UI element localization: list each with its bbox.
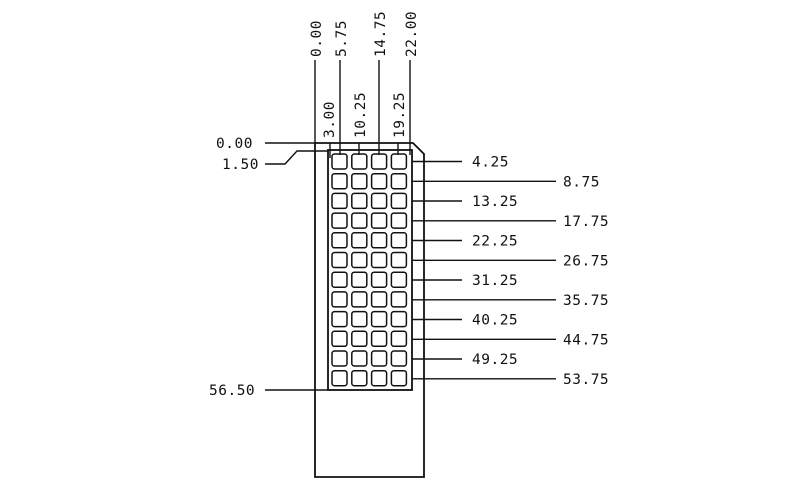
grid-cell [351,212,368,229]
grid-cell [390,172,408,190]
grid-cell [351,192,368,210]
grid-cell [331,251,348,269]
grid-cell [370,232,388,249]
grid-cell [370,350,388,367]
grid-cell [370,310,388,328]
dim-top-14-75: 14.75 [373,11,389,57]
grid-cell [331,232,348,249]
grid-cell [390,369,408,387]
grid-cell [351,291,368,308]
grid-cell [370,369,388,387]
dim-right-label: 40.25 [472,313,518,329]
grid-cell [351,350,368,367]
part-outline [314,142,425,478]
cell-grid [331,153,408,387]
grid-cell [331,172,348,190]
grid-cell [370,172,388,190]
top-extension-lines [314,60,411,158]
dim-right-label: 13.25 [472,194,518,210]
dim-right-label: 26.75 [563,253,609,269]
grid-cell [370,192,388,210]
grid-cell [370,291,388,308]
grid-cell [331,271,348,288]
right-dimensions: 4.25 8.75 13.25 17.75 22.25 26.75 31.25 35.75 40… [412,155,609,388]
grid-cell [351,153,368,170]
grid-cell [331,212,348,229]
grid-cell [331,350,348,367]
grid-cell [331,153,348,170]
grid-cell [370,153,388,170]
grid-cell [370,330,388,348]
dim-left-0-00: 0.00 [216,136,253,152]
grid-cell [331,291,348,308]
grid-cell [370,251,388,269]
cavity-outline [327,149,413,391]
grid-cell [331,310,348,328]
dim-top-3-00: 3.00 [322,101,338,138]
dim-top-19-25: 19.25 [392,92,408,138]
dim-right-label: 53.75 [563,372,609,388]
dim-right-label: 44.75 [563,332,609,348]
grid-cell [390,330,408,348]
grid-cell [370,212,388,229]
grid-cell [331,330,348,348]
grid-cell [390,192,408,210]
dim-top-5-75: 5.75 [334,20,350,57]
grid-cell [390,291,408,308]
dim-left-1-50: 1.50 [222,157,259,173]
dim-top-22-00: 22.00 [404,11,420,57]
dim-right-label: 17.75 [563,214,609,230]
dim-right-label: 31.25 [472,273,518,289]
dim-right-label: 8.75 [563,174,600,190]
dim-top-0-00: 0.00 [309,20,325,57]
grid-cell [331,369,348,387]
grid-cell [351,271,368,288]
grid-cell [390,212,408,229]
dim-right-label: 4.25 [472,155,509,171]
dim-right-label: 49.25 [472,352,518,368]
grid-cell [351,251,368,269]
grid-cell [390,153,408,170]
grid-cell [351,310,368,328]
grid-cell [351,232,368,249]
left-leader-1-50 [265,150,328,165]
grid-cell [390,310,408,328]
dim-top-10-25: 10.25 [353,92,369,138]
grid-cell [390,271,408,288]
grid-cell [390,350,408,367]
grid-cell [390,232,408,249]
dim-right-label: 22.25 [472,234,518,250]
grid-cell [370,271,388,288]
dim-right-label: 35.75 [563,293,609,309]
grid-cell [351,330,368,348]
grid-cell [331,192,348,210]
dim-left-56-50: 56.50 [209,383,255,399]
grid-cell [351,369,368,387]
grid-cell [351,172,368,190]
grid-cell [390,251,408,269]
